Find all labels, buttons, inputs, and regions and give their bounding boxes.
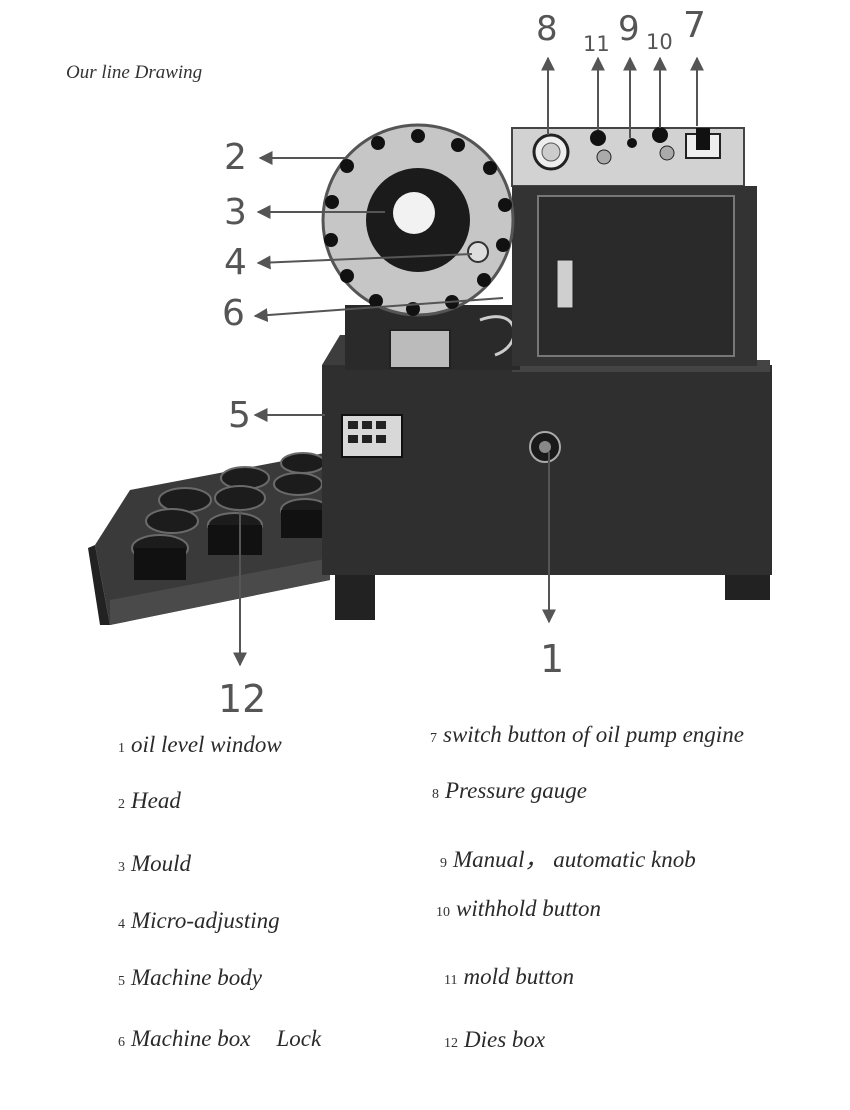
legend-item-9: 9 Manual， automatic knob: [440, 840, 696, 874]
legend-label: Head: [131, 788, 181, 813]
legend-item-12: 12 Dies box: [444, 1027, 545, 1053]
callout-7: 7: [683, 5, 706, 46]
legend-item-10: 10 withhold button: [436, 896, 601, 922]
legend-item-2: 2 Head: [118, 788, 181, 814]
legend-item-8: 8 Pressure gauge: [432, 778, 587, 804]
callout-10: 10: [646, 30, 673, 54]
callout-1: 1: [540, 637, 565, 681]
legend-number: 5: [118, 974, 125, 989]
callout-8: 8: [536, 9, 558, 49]
legend-number: 9: [440, 856, 447, 871]
callout-2: 2: [224, 137, 247, 178]
callout-5: 5: [228, 395, 251, 436]
callout-12: 12: [218, 677, 267, 721]
callout-11: 11: [583, 32, 610, 56]
legend-label: Micro-adjusting: [131, 908, 280, 933]
legend-label: Machine body: [131, 965, 262, 990]
legend-label: Dies box: [464, 1027, 546, 1052]
legend-number: 12: [444, 1036, 458, 1051]
legend-number: 10: [436, 905, 450, 920]
legend-number: 2: [118, 797, 125, 812]
legend-number: 1: [118, 741, 125, 756]
legend-number: 7: [430, 731, 437, 746]
legend-label: Manual， automatic knob: [453, 847, 696, 872]
legend-number: 6: [118, 1035, 125, 1050]
legend-item-7: 7 switch button of oil pump engine: [430, 722, 744, 748]
machine-box: [511, 127, 757, 366]
legend-number: 8: [432, 787, 439, 802]
legend-item-3: 3 Mould: [118, 851, 191, 877]
legend-label: oil level window: [131, 732, 282, 757]
machine-illustration: [88, 56, 772, 667]
legend-number: 3: [118, 860, 125, 875]
machine-body: [322, 335, 772, 620]
legend-extra-lock: Lock: [276, 1026, 322, 1051]
legend-label: Mould: [131, 851, 192, 876]
legend-number: 4: [118, 917, 125, 932]
legend-label: Pressure gauge: [445, 778, 588, 803]
legend-item-5: 5 Machine body: [118, 965, 262, 991]
callout-4: 4: [224, 242, 247, 283]
callout-6: 6: [222, 293, 245, 334]
callout-9: 9: [618, 9, 640, 49]
legend-label: withhold button: [456, 896, 602, 921]
legend-item-11: 11 mold button: [444, 964, 574, 990]
legend-label: switch button of oil pump engine: [443, 722, 744, 747]
legend-label: Machine box: [131, 1026, 251, 1051]
head: [321, 123, 515, 317]
legend-item-4: 4 Micro-adjusting: [118, 908, 280, 934]
callout-3: 3: [224, 192, 247, 233]
legend-item-6: 6 Machine box Lock: [118, 1026, 321, 1052]
figure-caption: Our line Drawing: [66, 62, 203, 83]
dies-box: [88, 452, 330, 625]
legend-item-1: 1 oil level window: [118, 732, 282, 758]
legend-number: 11: [444, 973, 458, 988]
legend-label: mold button: [463, 964, 575, 989]
